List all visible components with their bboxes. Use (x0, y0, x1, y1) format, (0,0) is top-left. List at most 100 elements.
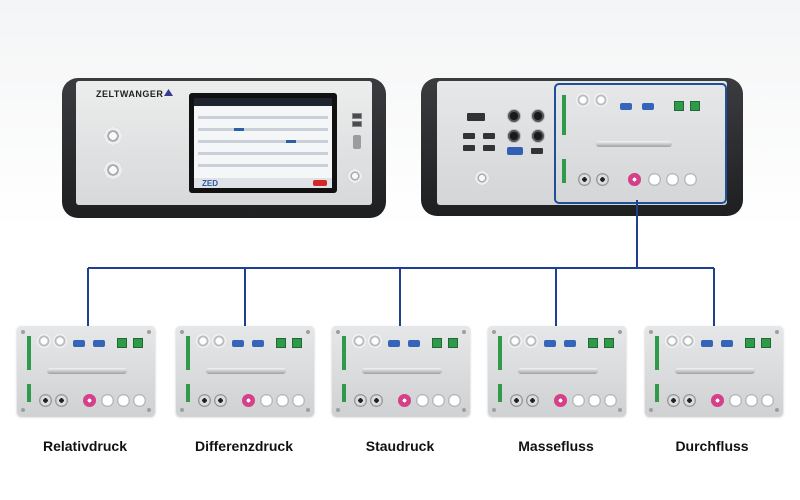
pink-port-icon (242, 394, 255, 407)
terminal-strip (27, 336, 31, 370)
module-handle (362, 368, 442, 374)
port-icon (354, 394, 367, 407)
screw-icon (180, 330, 184, 334)
tube-port-icon (196, 334, 210, 348)
module-handle (675, 368, 755, 374)
port-icon (667, 394, 680, 407)
port-icon (531, 148, 543, 154)
tube-port-icon (53, 334, 67, 348)
tube-port-icon (368, 334, 382, 348)
port-icon (370, 394, 383, 407)
sub-d-connector-icon (252, 340, 264, 347)
screw-icon (492, 330, 496, 334)
sensor-module (332, 326, 470, 416)
white-port-icon (604, 394, 617, 407)
pressure-port-upper (104, 127, 122, 145)
port-icon (39, 394, 52, 407)
xlr-connector-icon (507, 129, 521, 143)
terminal-strip (27, 384, 31, 402)
screw-icon (462, 408, 466, 412)
port-icon (463, 133, 475, 139)
xlr-connector-icon (507, 109, 521, 123)
pink-port-icon (83, 394, 96, 407)
stop-button-icon (313, 180, 327, 186)
screw-icon (649, 330, 653, 334)
module-handle (518, 368, 598, 374)
power-knob (348, 169, 362, 183)
terminal-strip (655, 384, 659, 402)
port-icon (683, 394, 696, 407)
tube-port-icon (681, 334, 695, 348)
white-port-icon (416, 394, 429, 407)
white-port-icon (133, 394, 146, 407)
port-icon (526, 394, 539, 407)
terminal-strip (186, 384, 190, 402)
pink-port-icon (711, 394, 724, 407)
module-handle (47, 368, 127, 374)
screw-icon (147, 408, 151, 412)
white-port-icon (684, 173, 697, 186)
sub-d-connector-icon (721, 340, 733, 347)
tube-port-icon (508, 334, 522, 348)
terminal-strip (342, 384, 346, 402)
port-icon (578, 173, 591, 186)
green-terminal-icon (761, 338, 771, 348)
green-terminal-icon (690, 101, 700, 111)
highlighted-module-frame (554, 83, 727, 204)
sub-d-connector-icon (701, 340, 713, 347)
terminal-strip (562, 159, 566, 183)
port-icon (483, 145, 495, 151)
screw-icon (147, 330, 151, 334)
sensor-module (17, 326, 155, 416)
tube-port-icon (576, 93, 590, 107)
green-terminal-icon (604, 338, 614, 348)
screw-icon (462, 330, 466, 334)
module-label-durchfluss: Durchfluss (675, 438, 749, 454)
sub-d-connector-icon (408, 340, 420, 347)
brand-logo-mark (164, 89, 173, 96)
module-label-differenzdruck: Differenzdruck (194, 438, 294, 454)
screw-icon (180, 408, 184, 412)
screw-icon (492, 408, 496, 412)
white-port-icon (276, 394, 289, 407)
white-port-icon (588, 394, 601, 407)
white-port-icon (761, 394, 774, 407)
white-port-icon (260, 394, 273, 407)
module-label-staudruck: Staudruck (365, 438, 435, 454)
port-icon (214, 394, 227, 407)
module-label-massefluss: Massefluss (518, 438, 594, 454)
module-handle (206, 368, 286, 374)
green-terminal-icon (674, 101, 684, 111)
series-logo: ZED (202, 179, 218, 188)
tube-port-icon (37, 334, 51, 348)
terminal-strip (186, 336, 190, 370)
tube-port-icon (352, 334, 366, 348)
sub-d-connector-icon (388, 340, 400, 347)
touch-screen (189, 93, 337, 193)
terminal-strip (342, 336, 346, 370)
sensor-module (488, 326, 626, 416)
terminal-strip (562, 95, 566, 135)
sub-d-connector-icon (73, 340, 85, 347)
tube-port-icon (212, 334, 226, 348)
screw-icon (775, 330, 779, 334)
sub-d-connector-icon (93, 340, 105, 347)
green-terminal-icon (276, 338, 286, 348)
sub-d-connector-icon (642, 103, 654, 110)
sub-d-connector-icon (544, 340, 556, 347)
ethernet-port-icon (467, 113, 485, 121)
xlr-connector-icon (531, 129, 545, 143)
tube-port-icon (594, 93, 608, 107)
white-port-icon (117, 394, 130, 407)
port-icon (55, 394, 68, 407)
screw-icon (618, 330, 622, 334)
screw-icon (21, 408, 25, 412)
screw-icon (775, 408, 779, 412)
module-label-relativdruck: Relativdruck (42, 438, 128, 454)
module-handle (596, 141, 672, 147)
screw-icon (336, 330, 340, 334)
sensor-module (176, 326, 314, 416)
screw-icon (21, 330, 25, 334)
green-terminal-icon (133, 338, 143, 348)
